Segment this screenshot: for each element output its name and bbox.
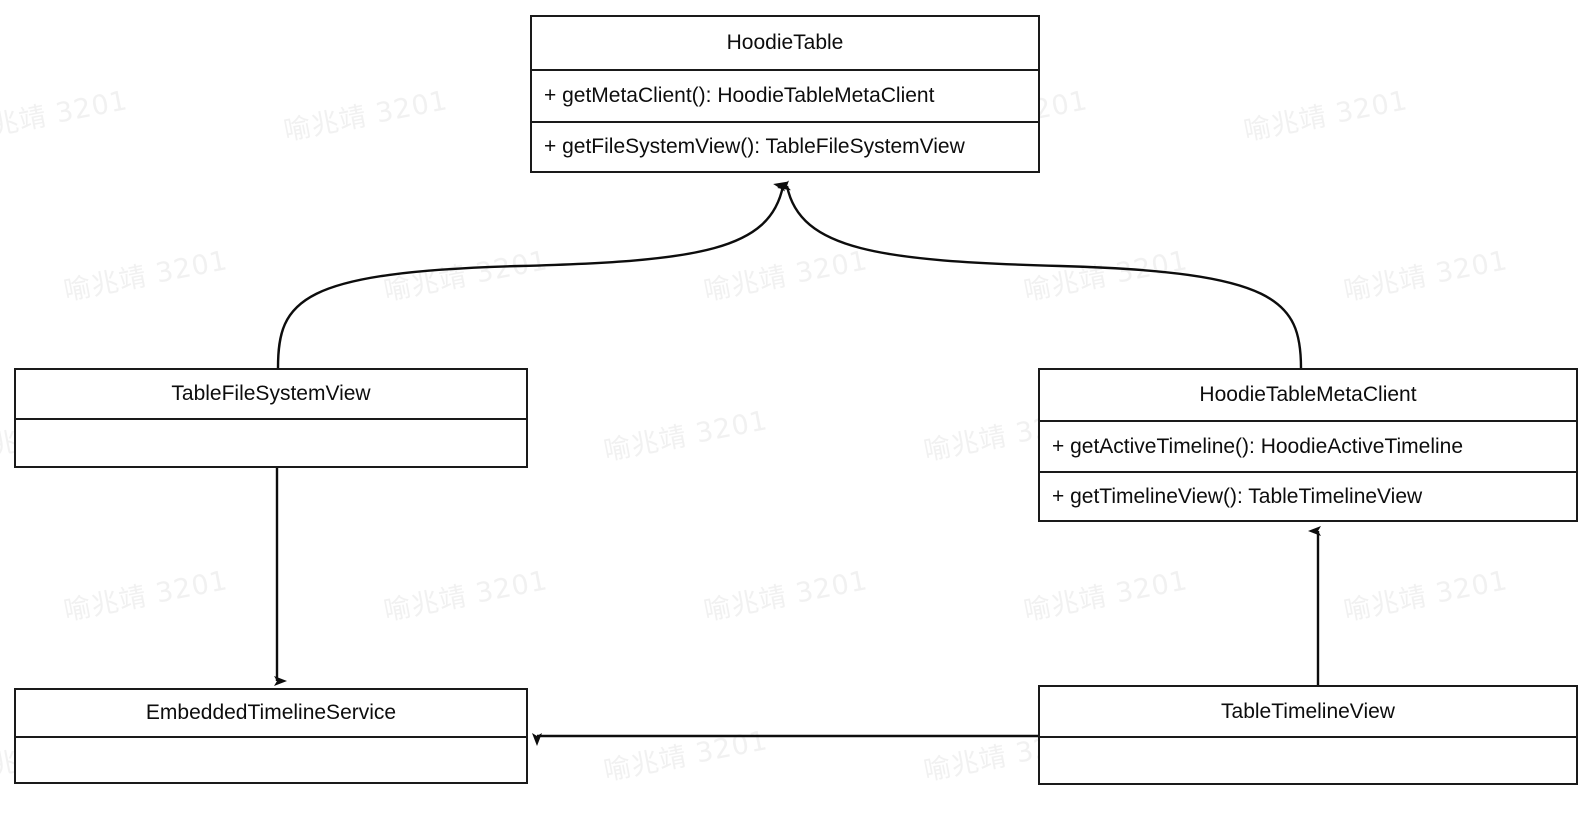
watermark-text: 喻兆靖 3201 [1241,85,1411,148]
edge-tfsv-to-hoodietable [276,181,787,369]
class-box-hoodie-table[interactable]: HoodieTable + getMetaClient(): HoodieTab… [530,15,1040,173]
class-member: + getMetaClient(): HoodieTableMetaClient [544,84,935,107]
watermark-text: 喻兆靖 3201 [381,565,551,628]
watermark-text: 喻兆靖 3201 [381,245,551,308]
class-name-hoodie-table: HoodieTable [532,17,1038,71]
class-name-hoodie-table-meta-client: HoodieTableMetaClient [1040,370,1576,422]
class-members-hoodie-table-meta-client: + getActiveTimeline(): HoodieActiveTimel… [1040,422,1576,520]
watermark-text: 喻兆靖 3201 [1341,565,1511,628]
watermark-text: 喻兆靖 3201 [0,85,131,148]
watermark-text: 喻兆靖 3201 [1021,245,1191,308]
watermark-text: 喻兆靖 3201 [281,85,451,148]
class-members-table-timeline-view [1040,738,1576,783]
class-members-hoodie-table: + getMetaClient(): HoodieTableMetaClient… [532,71,1038,171]
watermark-text: 喻兆靖 3201 [1021,565,1191,628]
class-members-table-file-system-view [16,420,526,466]
class-name-table-file-system-view: TableFileSystemView [16,370,526,420]
class-box-table-file-system-view[interactable]: TableFileSystemView [14,368,528,468]
watermark-text: 喻兆靖 3201 [61,245,231,308]
watermark-text: 喻兆靖 3201 [601,405,771,468]
class-box-hoodie-table-meta-client[interactable]: HoodieTableMetaClient + getActiveTimelin… [1038,368,1578,522]
class-member: + getTimelineView(): TableTimelineView [1040,471,1576,520]
class-member: + getFileSystemView(): TableFileSystemVi… [532,121,1038,171]
class-name-embedded-timeline-service: EmbeddedTimelineService [16,690,526,738]
watermark-text: 喻兆靖 3201 [61,565,231,628]
edge-htmc-to-hoodietable [777,180,1303,369]
class-members-embedded-timeline-service [16,738,526,782]
class-box-table-timeline-view[interactable]: TableTimelineView [1038,685,1578,785]
watermark-text: 喻兆靖 3201 [1341,245,1511,308]
watermark-text: 喻兆靖 3201 [701,245,871,308]
class-name-table-timeline-view: TableTimelineView [1040,687,1576,738]
watermark-text: 喻兆靖 3201 [601,725,771,788]
watermark-text: 喻兆靖 3201 [701,565,871,628]
class-member: + getActiveTimeline(): HoodieActiveTimel… [1052,434,1464,458]
class-box-embedded-timeline-service[interactable]: EmbeddedTimelineService [14,688,528,784]
